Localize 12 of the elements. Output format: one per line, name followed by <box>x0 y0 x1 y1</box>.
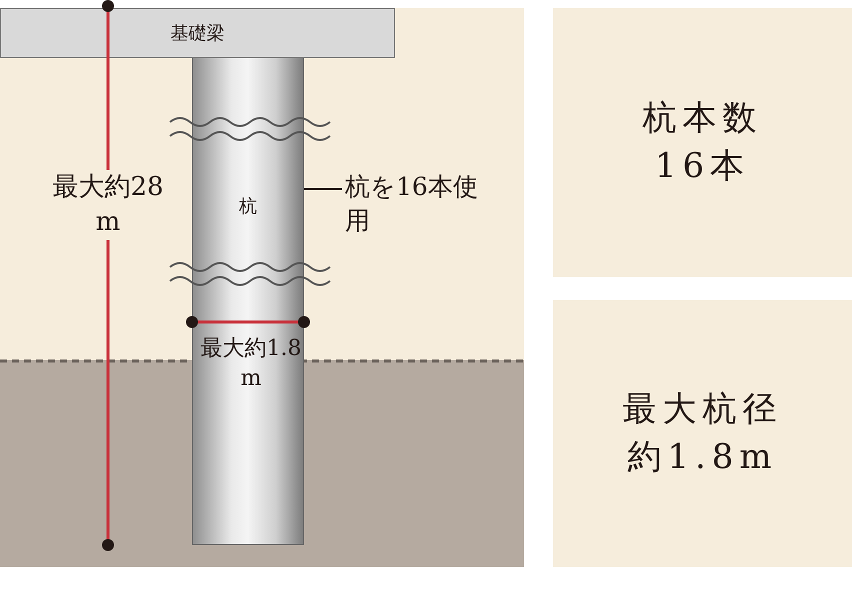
panel-heading: 最大杭径 <box>622 388 782 431</box>
panel-value: 約1.8m <box>627 436 778 478</box>
callout-text: 杭を16本使用 <box>345 170 495 242</box>
pile-column <box>192 58 304 545</box>
foundation-beam: 基礎梁 <box>0 8 395 58</box>
info-panel <box>553 300 852 567</box>
pile-label: 杭 <box>238 195 258 218</box>
dimension-label: 最大約1.8m <box>200 335 302 393</box>
panel-value: 16本 <box>654 144 750 188</box>
leader-line <box>304 188 342 190</box>
panel-heading: 杭本数 <box>642 96 762 140</box>
info-panel <box>553 8 852 277</box>
